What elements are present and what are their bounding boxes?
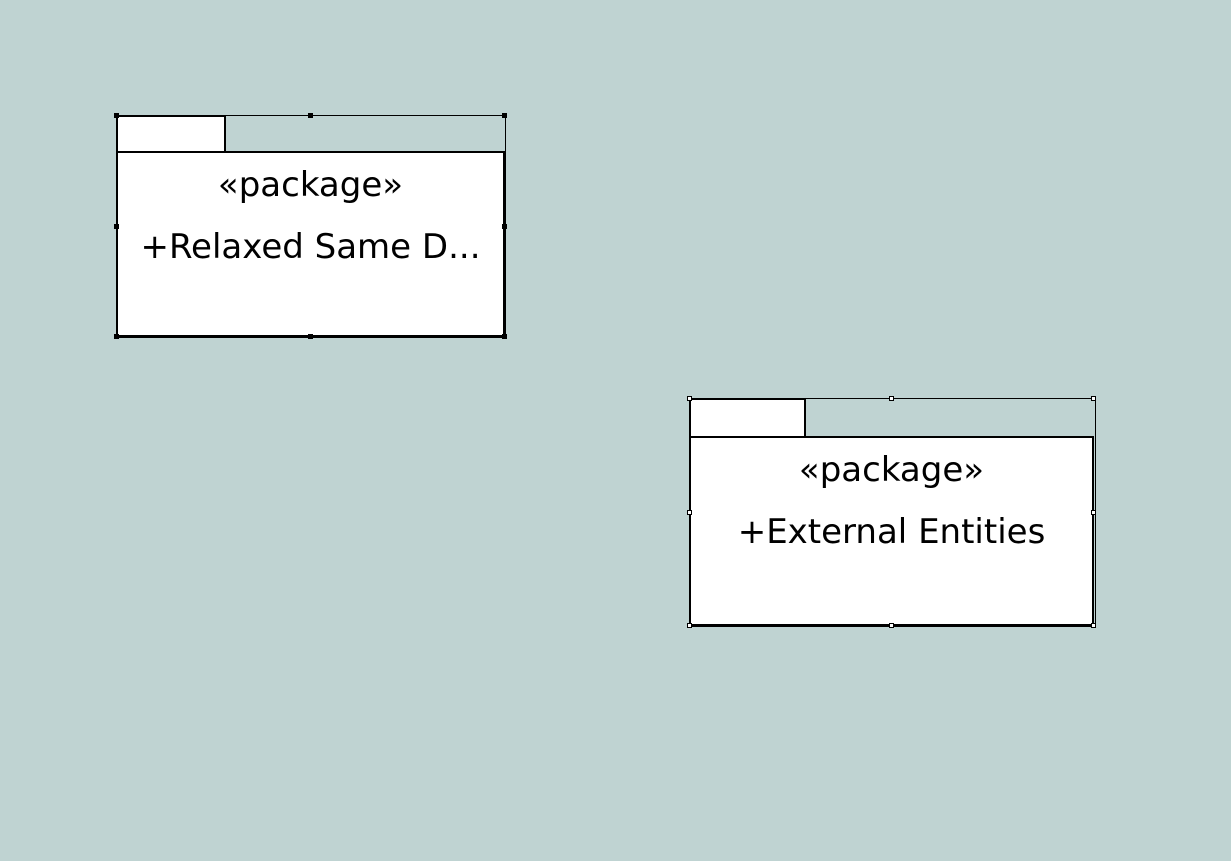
resize-handle-bottom-right[interactable] (1091, 623, 1096, 628)
package-body[interactable]: «package» +Relaxed Same D... (116, 151, 505, 337)
package-body[interactable]: «package» +External Entities (689, 436, 1094, 626)
resize-handle-left[interactable] (114, 224, 119, 229)
resize-handle-left[interactable] (687, 510, 692, 515)
resize-handle-top[interactable] (889, 396, 894, 401)
resize-handle-bottom[interactable] (889, 623, 894, 628)
package-stereotype: «package» (217, 165, 404, 205)
resize-handle-top[interactable] (308, 113, 313, 118)
package-tab (116, 115, 226, 153)
resize-handle-top-right[interactable] (502, 113, 507, 118)
package-stereotype: «package» (798, 450, 985, 490)
resize-handle-right[interactable] (502, 224, 507, 229)
package-tab (689, 398, 806, 439)
package-external-entities[interactable]: «package» +External Entities (687, 396, 1096, 628)
resize-handle-top-left[interactable] (114, 113, 119, 118)
resize-handle-right[interactable] (1091, 510, 1096, 515)
package-name[interactable]: +External Entities (737, 512, 1046, 552)
resize-handle-bottom-left[interactable] (687, 623, 692, 628)
resize-handle-bottom[interactable] (308, 334, 313, 339)
package-relaxed-same-d[interactable]: «package» +Relaxed Same D... (114, 113, 507, 339)
resize-handle-top-left[interactable] (687, 396, 692, 401)
resize-handle-top-right[interactable] (1091, 396, 1096, 401)
resize-handle-bottom-left[interactable] (114, 334, 119, 339)
resize-handle-bottom-right[interactable] (502, 334, 507, 339)
package-name[interactable]: +Relaxed Same D... (140, 227, 481, 267)
